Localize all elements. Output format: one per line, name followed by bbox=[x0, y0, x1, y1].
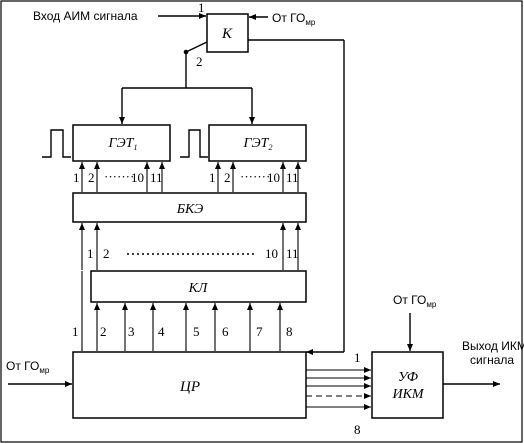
get1-port-11: 11 bbox=[150, 170, 163, 185]
bke-port-11: 11 bbox=[286, 246, 299, 261]
get1-label: ГЭТ1 bbox=[108, 136, 138, 152]
get1-dots: ······· bbox=[104, 169, 134, 184]
kl-port-5: 5 bbox=[193, 324, 200, 339]
uf-go-sub: мр bbox=[426, 300, 437, 309]
k-go-sub: мр bbox=[305, 18, 316, 27]
kl-port-7: 7 bbox=[256, 324, 263, 339]
get2-block bbox=[208, 124, 307, 162]
kl-port-2: 2 bbox=[100, 324, 107, 339]
uf-go-label: От ГОмр bbox=[393, 293, 437, 309]
pulse-icon-left bbox=[42, 129, 71, 158]
pulse-icon-right bbox=[180, 129, 208, 158]
get1-block bbox=[72, 124, 171, 162]
bke-label: БКЭ bbox=[176, 202, 204, 217]
kl-port-8: 8 bbox=[286, 324, 293, 339]
get1-port-2: 2 bbox=[88, 170, 95, 185]
bke-port-1: 1 bbox=[87, 246, 94, 261]
kl-port-4: 4 bbox=[158, 324, 165, 339]
uf-ikm-block bbox=[371, 351, 444, 419]
cr-go-sub: мр bbox=[39, 366, 50, 375]
cr-label: ЦР bbox=[179, 379, 200, 395]
get2-label: ГЭТ2 bbox=[243, 136, 273, 152]
get2-port-11: 11 bbox=[286, 170, 299, 185]
k-output-port-2: 2 bbox=[196, 54, 203, 69]
bke-port-2: 2 bbox=[103, 246, 110, 261]
kl-port-3: 3 bbox=[128, 324, 135, 339]
cr-block bbox=[72, 351, 307, 419]
get1-port-10: 10 bbox=[131, 170, 144, 185]
get1-port-1: 1 bbox=[73, 170, 80, 185]
kl-block bbox=[90, 270, 307, 303]
input-aim-label: Вход АИМ сигнала bbox=[33, 9, 138, 23]
get2-port-1: 1 bbox=[209, 170, 216, 185]
uf-ikm-label-line1: УФ bbox=[398, 370, 418, 385]
kl-port-1: 1 bbox=[72, 324, 79, 339]
kl-label: КЛ bbox=[188, 281, 209, 296]
uf-ikm-label-line2: ИКМ bbox=[391, 387, 424, 402]
cr-go-prefix: От ГО bbox=[6, 359, 39, 373]
get2-port-2: 2 bbox=[224, 170, 231, 185]
output-ikm-label-line1: Выход ИКМ bbox=[462, 339, 524, 353]
bus-port-1: 1 bbox=[354, 350, 361, 365]
k-go-prefix: От ГО bbox=[272, 11, 305, 25]
bus-port-8: 8 bbox=[354, 422, 361, 437]
uf-go-prefix: От ГО bbox=[393, 293, 426, 307]
k-label: К bbox=[221, 26, 233, 42]
get2-port-10: 10 bbox=[267, 170, 280, 185]
kl-port-6: 6 bbox=[222, 324, 229, 339]
k-input-port-1: 1 bbox=[198, 0, 205, 15]
k-out-link bbox=[185, 41, 208, 53]
cr-go-label: От ГОмр bbox=[6, 359, 50, 375]
bke-port-10: 10 bbox=[265, 246, 278, 261]
k-go-label: От ГОмр bbox=[272, 11, 316, 27]
k-block bbox=[206, 13, 249, 53]
get2-dots: ······· bbox=[240, 169, 270, 184]
output-ikm-label-line2: сигнала bbox=[470, 353, 514, 367]
bke-block bbox=[72, 192, 307, 223]
